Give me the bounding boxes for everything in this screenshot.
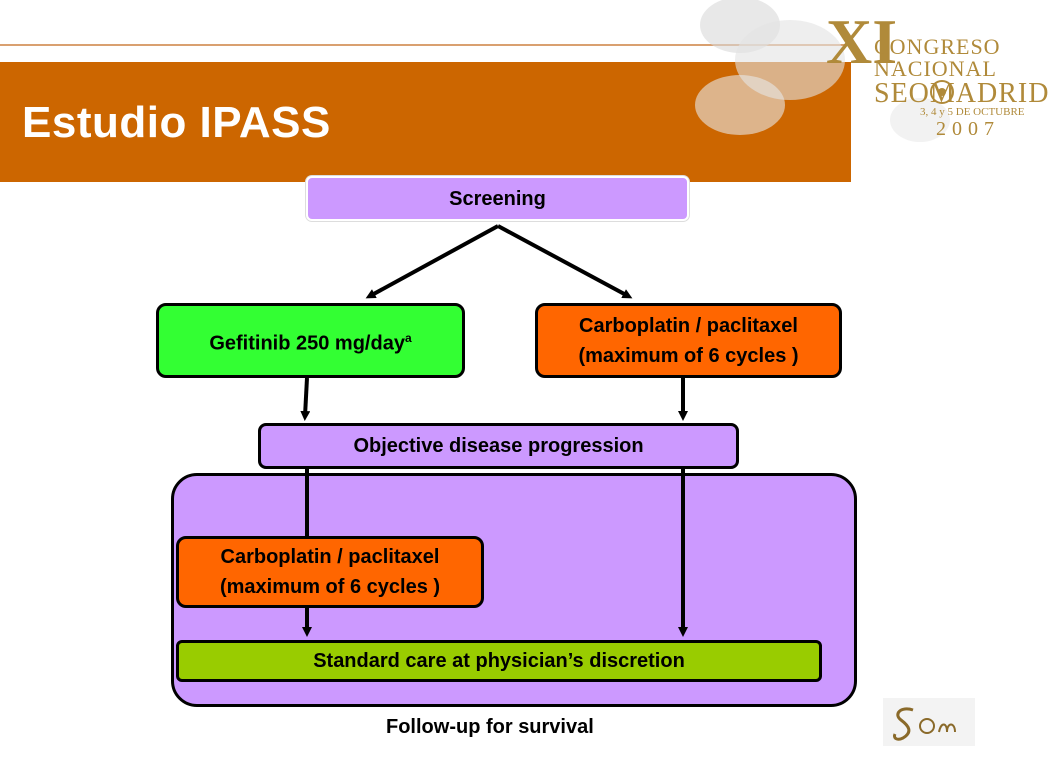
logo-year: 2007 xyxy=(936,118,1000,140)
carboplatin-arm-line1: Carboplatin / paclitaxel xyxy=(579,314,798,337)
logo-nacional: NACIONAL xyxy=(874,56,997,81)
carboplatin-crossover-box: Carboplatin / paclitaxel (maximum of 6 c… xyxy=(176,536,484,608)
gefitinib-box: Gefitinib 250 mg/daya xyxy=(156,303,465,378)
gefitinib-footnote-marker: a xyxy=(404,330,412,345)
arrow-gefitinib-to-progression xyxy=(300,377,311,421)
screening-box: Screening xyxy=(306,176,689,221)
followup-label: Follow-up for survival xyxy=(386,716,594,738)
carboplatin-arm-line2: (maximum of 6 cycles ) xyxy=(578,344,799,367)
gefitinib-label: Gefitinib 250 mg/daya xyxy=(209,323,411,359)
seom-logo-icon xyxy=(893,707,956,741)
logo-seomadrid: SEOMADRID xyxy=(874,78,1049,109)
arrow-screening-to-carbo xyxy=(497,224,633,299)
carboplatin-crossover-line2: (maximum of 6 cycles ) xyxy=(219,576,441,598)
diagram-arrows xyxy=(300,224,688,637)
progression-box: Objective disease progression xyxy=(258,423,739,469)
standard-care-label: Standard care at physician’s discretion xyxy=(313,650,685,672)
screening-label: Screening xyxy=(449,187,546,210)
header-divider-line xyxy=(0,44,851,46)
progression-label: Objective disease progression xyxy=(353,435,644,457)
gefitinib-text: Gefitinib 250 mg/day xyxy=(209,332,405,355)
logo-roman-numeral: XI xyxy=(826,6,898,77)
carboplatin-arm-label: Carboplatin / paclitaxel (maximum of 6 c… xyxy=(578,311,798,371)
standard-care-box: Standard care at physician’s discretion xyxy=(176,640,822,682)
logo-dates: 3, 4 y 5 DE OCTUBRE xyxy=(920,106,1025,118)
carboplatin-crossover-label: Carboplatin / paclitaxel (maximum of 6 c… xyxy=(220,542,440,602)
arrow-screening-to-gefitinib xyxy=(365,224,499,299)
carboplatin-arm-box: Carboplatin / paclitaxel (maximum of 6 c… xyxy=(535,303,842,378)
logo-congreso: CONGRESO xyxy=(874,34,1001,59)
slide-title: Estudio IPASS xyxy=(22,98,331,147)
congress-logo-graphic-icon xyxy=(695,0,954,142)
seom-logo xyxy=(883,698,975,746)
congress-logo xyxy=(680,0,1024,150)
carboplatin-crossover-line1: Carboplatin / paclitaxel xyxy=(220,546,440,568)
